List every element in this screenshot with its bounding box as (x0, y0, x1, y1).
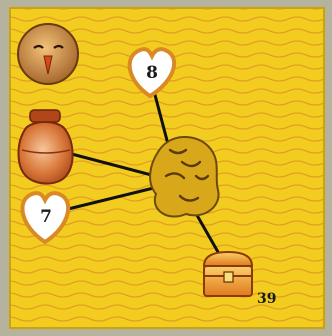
mask-icon[interactable] (18, 24, 78, 84)
treasure-chest-icon[interactable] (204, 252, 252, 296)
chest-count: 39 (257, 291, 276, 307)
rune-stone-icon[interactable] (150, 137, 218, 217)
left-heart-value: 7 (40, 207, 52, 227)
top-heart-value: 8 (146, 63, 158, 83)
